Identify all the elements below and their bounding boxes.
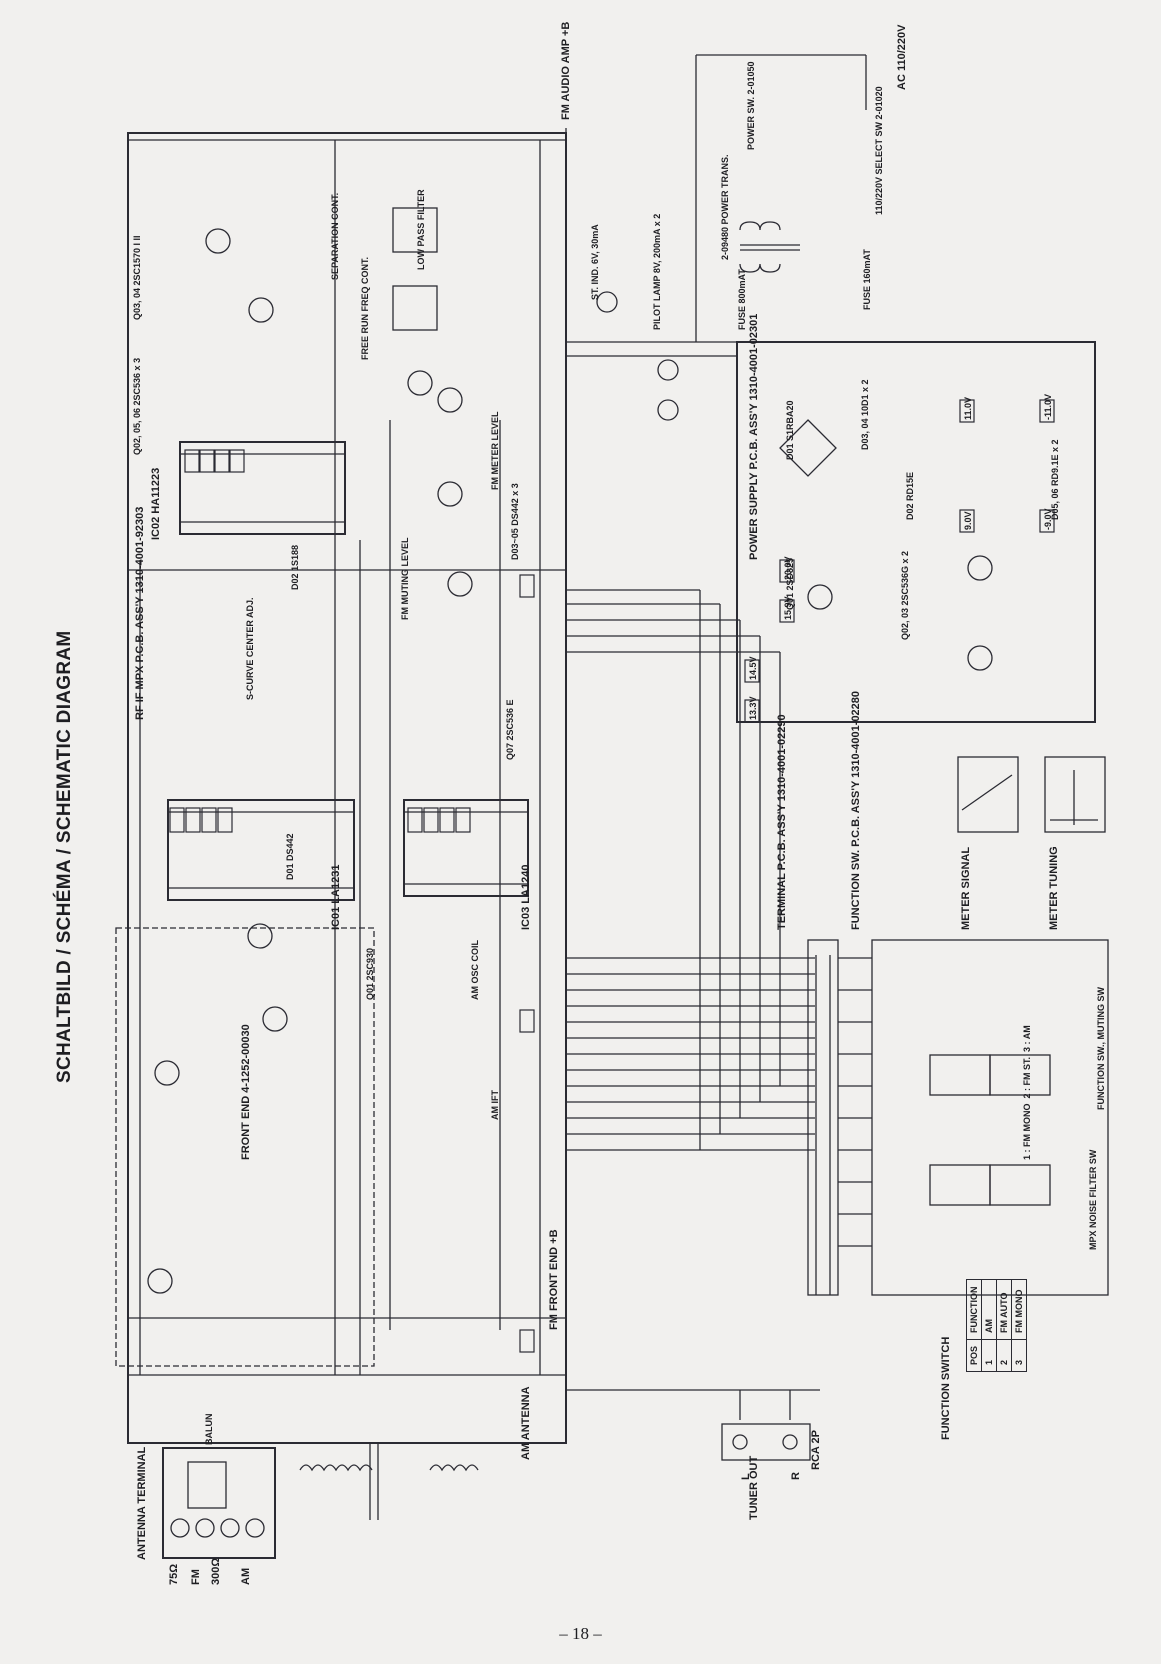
lpf-label: LOW PASS FILTER bbox=[416, 189, 426, 270]
pilot-lamp-label: PILOT LAMP 8V, 200mA x 2 bbox=[652, 213, 662, 330]
fm-audio-amp-b-label: FM AUDIO AMP +B bbox=[560, 21, 572, 120]
power-supply-label: POWER SUPPLY P.C.B. ASS'Y 1310-4001-0230… bbox=[748, 313, 760, 560]
ps-q02-03-label: Q02, 03 2SC536G x 2 bbox=[900, 550, 910, 640]
st-ind-lamp bbox=[596, 291, 618, 313]
separation-cont-label: SEPARATION CONT. bbox=[330, 192, 340, 280]
page-title: SCHALTBILD / SCHÉMA / SCHEMATIC DIAGRAM bbox=[54, 630, 75, 1083]
table-header-cell: FUNCTION bbox=[966, 1279, 982, 1340]
terminal-pcb-label: TERMINAL P.C.B. ASS'Y 1310-4001-02290 bbox=[776, 714, 788, 930]
v-m11-label: -11.0V bbox=[1043, 393, 1053, 420]
ps-d01-label: D01 S1RBA20 bbox=[785, 400, 795, 460]
antenna-terminal-label: ANTENNA TERMINAL bbox=[136, 1446, 148, 1560]
q03-04-label: Q03, 04 2SC1570 I II bbox=[132, 235, 142, 320]
meter-signal-label: METER SIGNAL bbox=[960, 846, 972, 930]
fm-muting-level-label: FM MUTING LEVEL bbox=[400, 537, 410, 621]
am-label: AM bbox=[240, 1567, 252, 1585]
d02-label: D02 1S188 bbox=[290, 544, 300, 590]
meter-tuning-box bbox=[1044, 756, 1106, 833]
table-cell: 1 bbox=[981, 1339, 997, 1372]
rca-r-label: R bbox=[790, 1472, 802, 1480]
ps-d02-label: D02 RD15E bbox=[905, 471, 915, 520]
ohm300-label: 300Ω bbox=[210, 1557, 222, 1585]
table-cell: 3 bbox=[1011, 1339, 1027, 1372]
d01-label: D01 DS442 bbox=[285, 833, 295, 880]
front-end-label: FRONT END 4-1252-00030 bbox=[240, 1024, 252, 1160]
fuse2-label: FUSE 160mAT bbox=[862, 249, 872, 310]
rca-l-label: L bbox=[740, 1473, 752, 1480]
v-20-label: 20.0V bbox=[783, 556, 793, 580]
am-antenna-label: AM ANTENNA bbox=[520, 1386, 532, 1460]
bridge-rectifier bbox=[779, 419, 837, 477]
v-159-label: 15.9V bbox=[783, 596, 793, 620]
v-133-label: 13.3V bbox=[748, 696, 758, 720]
table-header-cell: POS bbox=[966, 1339, 982, 1372]
voltage-boxes bbox=[169, 399, 1055, 1353]
ic03-pins bbox=[404, 811, 528, 885]
table-cell: 2 bbox=[996, 1339, 1012, 1372]
function-board-outline bbox=[871, 939, 1109, 1296]
free-run-freq-label: FREE RUN FREQ CONT. bbox=[360, 256, 370, 360]
tuner-out-label: TUNER OUT bbox=[748, 1455, 760, 1520]
meter-signal-box bbox=[957, 756, 1019, 833]
fuse1-label: FUSE 800mAT bbox=[737, 269, 747, 330]
am-osc-coil-label: AM OSC COIL bbox=[470, 940, 480, 1000]
q01-front-label: Q01 2SC930 bbox=[365, 947, 375, 1000]
am-ift-label: AM IFT bbox=[490, 1090, 500, 1120]
power-supply-outline bbox=[736, 341, 1096, 723]
balun-label: BALUN bbox=[204, 1413, 214, 1446]
ic03-label: IC03 LA1240 bbox=[520, 864, 532, 930]
fm-front-end-b-label: FM FRONT END +B bbox=[548, 1229, 560, 1330]
ic01-pins bbox=[168, 811, 354, 889]
function-switch-caption: FUNCTION SWITCH bbox=[940, 1336, 952, 1440]
v-11-label: 11.0V bbox=[963, 396, 973, 420]
v-m9-label: -9.0V bbox=[1043, 508, 1053, 530]
page-number: – 18 – bbox=[559, 1624, 602, 1643]
select-sw-label: 110/220V SELECT SW 2-01020 bbox=[874, 86, 884, 215]
table-cell: FM AUTO bbox=[996, 1279, 1012, 1340]
ac-label: AC 110/220V bbox=[896, 24, 908, 90]
ps-d03-04-label: D03, 04 10D1 x 2 bbox=[860, 379, 870, 450]
fm-label: FM bbox=[190, 1569, 202, 1585]
q02-05-06-label: Q02, 05, 06 2SC536 x 3 bbox=[132, 357, 142, 455]
v-145-label: 14.5V bbox=[748, 656, 758, 680]
function-switch-table: POS FUNCTION 1 AM 2 FM AUTO 3 FM MONO bbox=[966, 1279, 1027, 1372]
rf-if-mpx-label: RF IF MPX P.C.B. ASS'Y 1310-4001-92303 bbox=[134, 506, 146, 720]
table-cell: AM bbox=[981, 1279, 997, 1340]
s-curve-label: S-CURVE CENTER ADJ. bbox=[245, 597, 255, 700]
table-row: 3 FM MONO bbox=[1011, 1279, 1027, 1372]
function-sw-muting-label: FUNCTION SW., MUTING SW bbox=[1096, 987, 1106, 1110]
power-trans-label: 2-09480 POWER TRANS. bbox=[720, 154, 730, 260]
st-ind-label: ST. IND. 6V, 30mA bbox=[590, 224, 600, 300]
lpf-box-1 bbox=[392, 207, 438, 253]
bus-lines bbox=[128, 54, 1106, 1559]
ic01-body bbox=[167, 799, 355, 901]
fm-meter-level-label: FM METER LEVEL bbox=[490, 411, 500, 491]
v-9-label: 9.0V bbox=[963, 511, 973, 530]
antenna-terminal-block bbox=[162, 1447, 276, 1559]
function-sw-pcb-label: FUNCTION SW. P.C.B. ASS'Y 1310-4001-0228… bbox=[850, 690, 862, 930]
rca-label: RCA 2P bbox=[810, 1430, 822, 1470]
table-cell: FM MONO bbox=[1011, 1279, 1027, 1340]
ohm75-label: 75Ω bbox=[168, 1563, 180, 1585]
table-row: 2 FM AUTO bbox=[996, 1279, 1012, 1372]
table-row: 1 AM bbox=[981, 1279, 997, 1372]
ic02-label: IC02 HA11223 bbox=[150, 467, 162, 540]
q07-label: Q07 2SC536 E bbox=[505, 699, 515, 760]
ic01-label: IC01 LA1231 bbox=[330, 864, 342, 930]
ic02-body bbox=[179, 441, 346, 535]
meter-tuning-label: METER TUNING bbox=[1048, 846, 1060, 930]
ic03-body bbox=[403, 799, 529, 897]
mpx-noise-filter-label: MPX NOISE FILTER SW bbox=[1088, 1149, 1098, 1250]
d03-05-label: D03~05 DS442 x 3 bbox=[510, 483, 520, 560]
pilot-lamp-2 bbox=[657, 399, 679, 421]
front-end-outline bbox=[115, 927, 375, 1367]
pilot-lamp-1 bbox=[657, 359, 679, 381]
sw-pos-legend: 1 : FM MONO 2 : FM ST. 3 : AM bbox=[1022, 1025, 1032, 1160]
table-header-row: POS FUNCTION bbox=[966, 1279, 982, 1372]
lpf-box-2 bbox=[392, 285, 438, 331]
ic02-pins bbox=[180, 453, 345, 523]
power-sw-label: POWER SW. 2-01050 bbox=[746, 61, 756, 150]
